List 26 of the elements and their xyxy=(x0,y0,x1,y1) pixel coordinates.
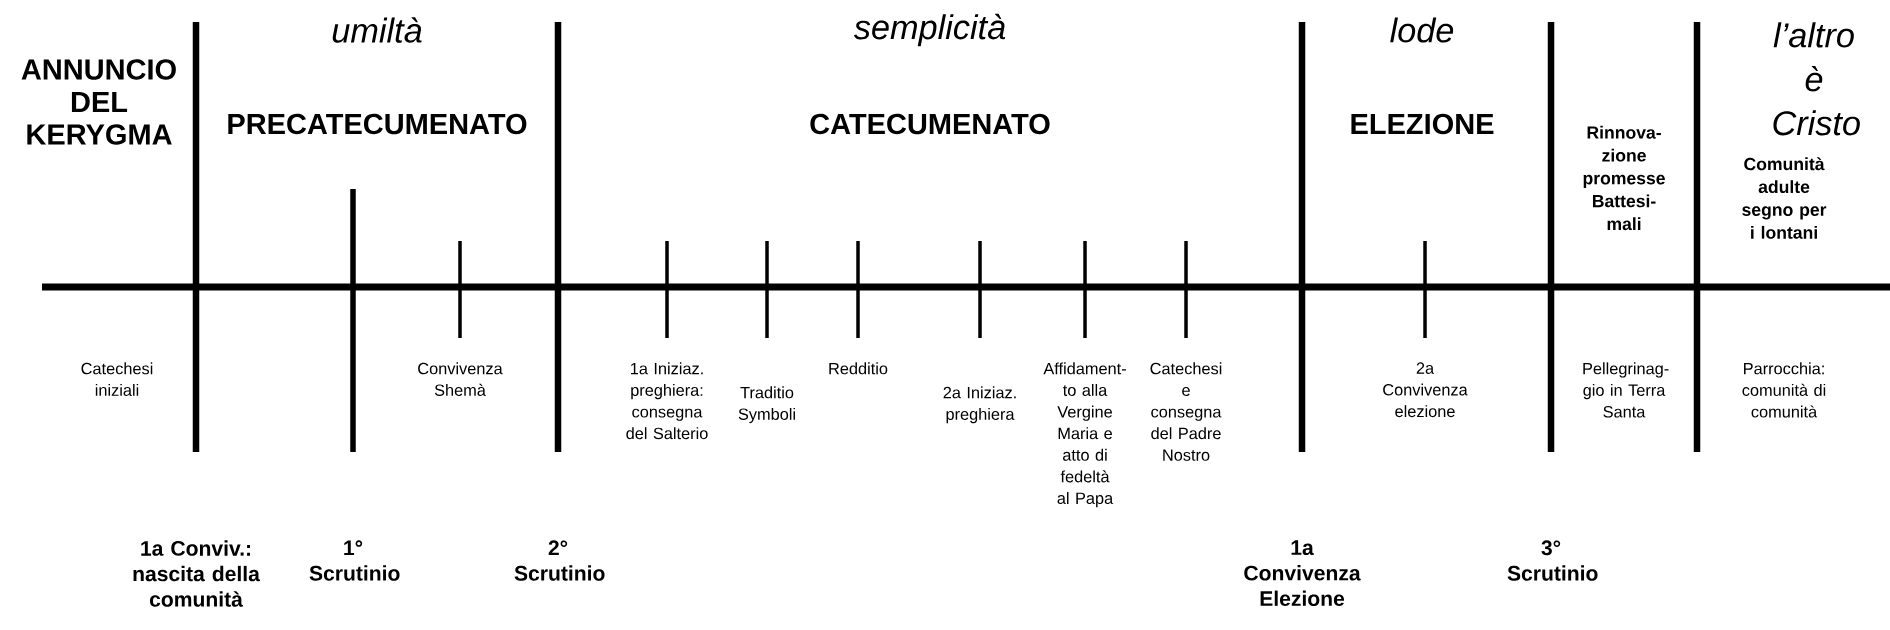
event-label: Traditio Symboli xyxy=(738,386,795,424)
virtue-label: l’altro è Cristo xyxy=(1773,22,1860,136)
event-label: Pellegrinag- gio in Terra Santa xyxy=(1583,362,1669,418)
event-label: Catechesi e consegna del Padre Nostro xyxy=(1150,362,1222,461)
event-label: 2a Convivenza elezione xyxy=(1383,362,1468,418)
virtue-label: semplicità xyxy=(853,13,1006,47)
event-label: Convivenza Shemà xyxy=(418,362,503,396)
event-label: 2a Iniziaz. preghiera xyxy=(943,386,1016,424)
virtue-label: umiltà xyxy=(332,17,422,43)
event-label: Parrocchia: comunità di comunità xyxy=(1742,362,1826,418)
phase-title: CATECUMENATO xyxy=(810,113,1050,135)
milestone-label: 1a Conviv.: nascita della comunità xyxy=(133,540,260,607)
milestone-label: 2° Scrutinio xyxy=(514,540,605,581)
milestone-label: 1a Convivenza Elezione xyxy=(1244,540,1361,606)
event-label: 1a Iniziaz. preghiera: consegna del Salterio xyxy=(626,362,708,440)
phase-title: ELEZIONE xyxy=(1351,113,1494,135)
event-label: Redditio xyxy=(829,362,888,375)
phase-note: Rinnova- zione promesse Battesi- mali xyxy=(1583,125,1665,231)
phase-note: Comunità adulte segno per i lontani xyxy=(1742,157,1827,239)
phase-title: ANNUNCIO DEL KERYGMA xyxy=(21,59,176,145)
milestone-label: 1° Scrutinio xyxy=(309,540,400,581)
event-label: Catechesi iniziali xyxy=(81,362,153,396)
milestone-label: 3° Scrutinio xyxy=(1507,540,1598,581)
virtue-label: lode xyxy=(1390,17,1454,43)
phase-title: PRECATECUMENATO xyxy=(228,113,527,135)
event-label: Affidament- to alla Vergine Maria e atto di fedeltà al Papa xyxy=(1043,362,1126,508)
